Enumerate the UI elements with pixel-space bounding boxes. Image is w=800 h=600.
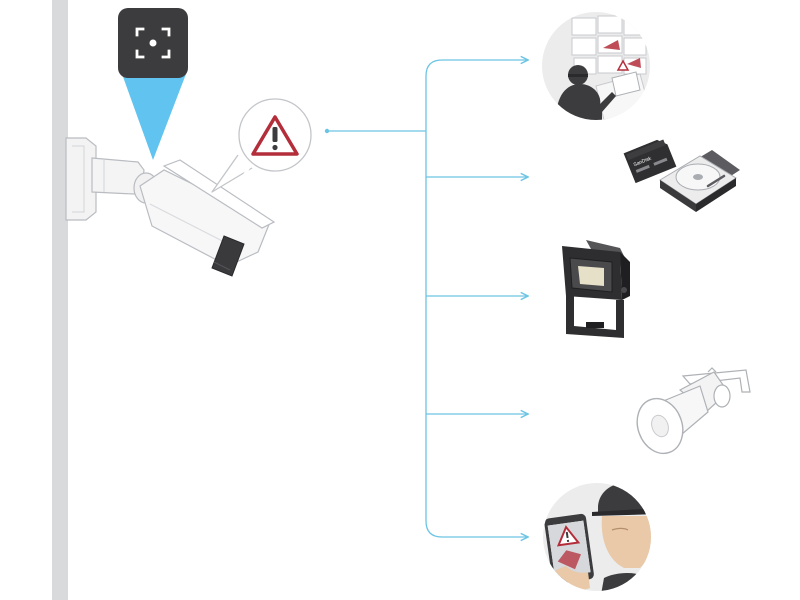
connector-arrow-mobile [425, 520, 528, 537]
floodlight-icon [562, 240, 630, 338]
storage-devices-icon: SanDisk [623, 139, 740, 212]
bullet-camera-icon [65, 137, 276, 277]
detection-beam [122, 74, 186, 160]
horn-speaker-icon [636, 367, 751, 455]
connector-lines [324, 60, 528, 537]
connector-arrow-operator [425, 60, 528, 77]
wall-pole [52, 0, 68, 600]
focus-detection-icon [118, 8, 188, 78]
operator-monitoring-icon [542, 12, 650, 120]
mobile-user-icon [543, 483, 651, 591]
warning-triangle-icon [251, 115, 299, 156]
